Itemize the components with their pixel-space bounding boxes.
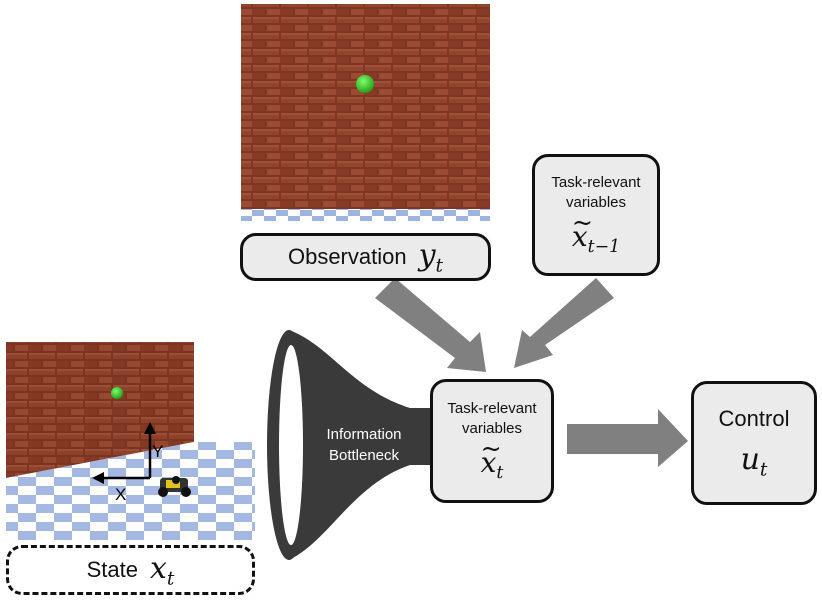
y-axis-label: Y — [152, 442, 164, 461]
observation-symbol: yt — [418, 237, 444, 277]
observation-box: Observation yt — [240, 233, 491, 281]
observation-label: Observation — [287, 244, 407, 269]
bottleneck-line2: Bottleneck — [328, 447, 400, 464]
prev-task-vars-box: Task-relevant variables xt−1 — [532, 154, 660, 276]
prev-vars-line2: variables — [565, 193, 627, 211]
target-ball-state — [111, 387, 123, 399]
x-axis-label: X — [115, 485, 127, 504]
observation-image — [241, 4, 490, 221]
bottleneck-label: Information Bottleneck — [308, 424, 420, 466]
curr-vars-line2: variables — [461, 419, 523, 437]
state-symbol: xt — [149, 550, 175, 590]
prev-vars-symbol: xt−1 — [572, 213, 620, 257]
control-box: Control ut — [691, 381, 817, 505]
target-ball — [356, 75, 374, 93]
control-label: Control — [718, 405, 790, 431]
curr-vars-line1: Task-relevant — [447, 399, 537, 417]
arrow-observation-to-vars — [375, 278, 486, 372]
state-box: State xt — [6, 545, 255, 595]
bottleneck-line1: Information — [326, 426, 402, 443]
robot-icon — [158, 476, 191, 497]
arrow-prev-to-vars — [514, 278, 614, 368]
prev-vars-line1: Task-relevant — [551, 173, 641, 191]
information-bottleneck-funnel — [267, 330, 430, 560]
state-image — [6, 342, 255, 540]
curr-vars-symbol: xt — [481, 439, 504, 483]
control-symbol: ut — [740, 441, 768, 481]
arrow-vars-to-control — [567, 409, 688, 467]
curr-task-vars-box: Task-relevant variables xt — [430, 379, 554, 503]
state-label: State — [86, 557, 138, 582]
